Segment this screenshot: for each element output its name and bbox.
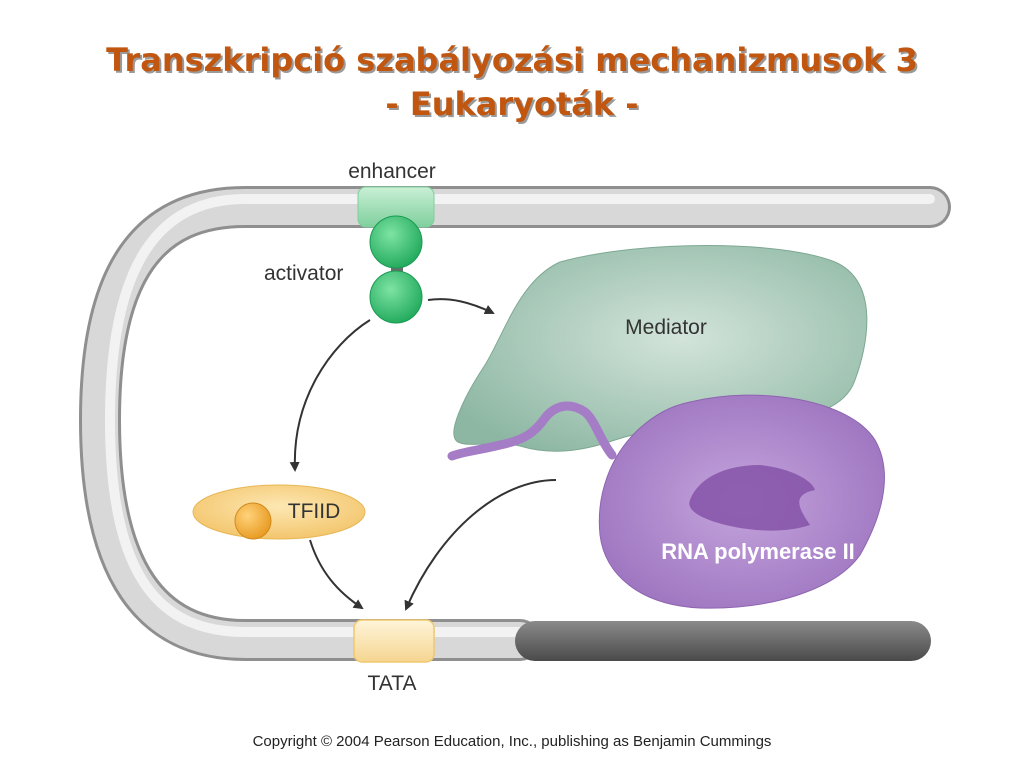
copyright-notice: Copyright © 2004 Pearson Education, Inc.… (252, 733, 772, 750)
gene-segment (515, 621, 931, 661)
mediator-label: Mediator (625, 316, 707, 339)
tata-label: TATA (368, 672, 417, 695)
slide-title: Transzkripció szabályozási mechanizmusok… (0, 38, 1024, 126)
tfiid-complex (192, 484, 366, 540)
title-line-2: - Eukaryoták - (385, 85, 639, 123)
title-line-1: Transzkripció szabályozási mechanizmusok… (106, 41, 918, 79)
dna-loop (78, 186, 951, 661)
arrow-activator-to-mediator (427, 298, 495, 315)
arrow-activator-to-tfiid (289, 319, 371, 472)
rna-polymerase-ii (447, 394, 885, 609)
arrows (289, 298, 557, 611)
arrow-tfiid-to-tata (309, 539, 364, 610)
arrow-polymerase-to-tata (404, 479, 557, 611)
tfiid-label: TFIID (288, 500, 341, 523)
activator-protein (369, 215, 423, 324)
activator-label: activator (264, 262, 343, 285)
enhancer-label: enhancer (348, 160, 436, 183)
rna-polymerase-label: RNA polymerase II (661, 539, 855, 564)
tata-region (353, 619, 435, 663)
